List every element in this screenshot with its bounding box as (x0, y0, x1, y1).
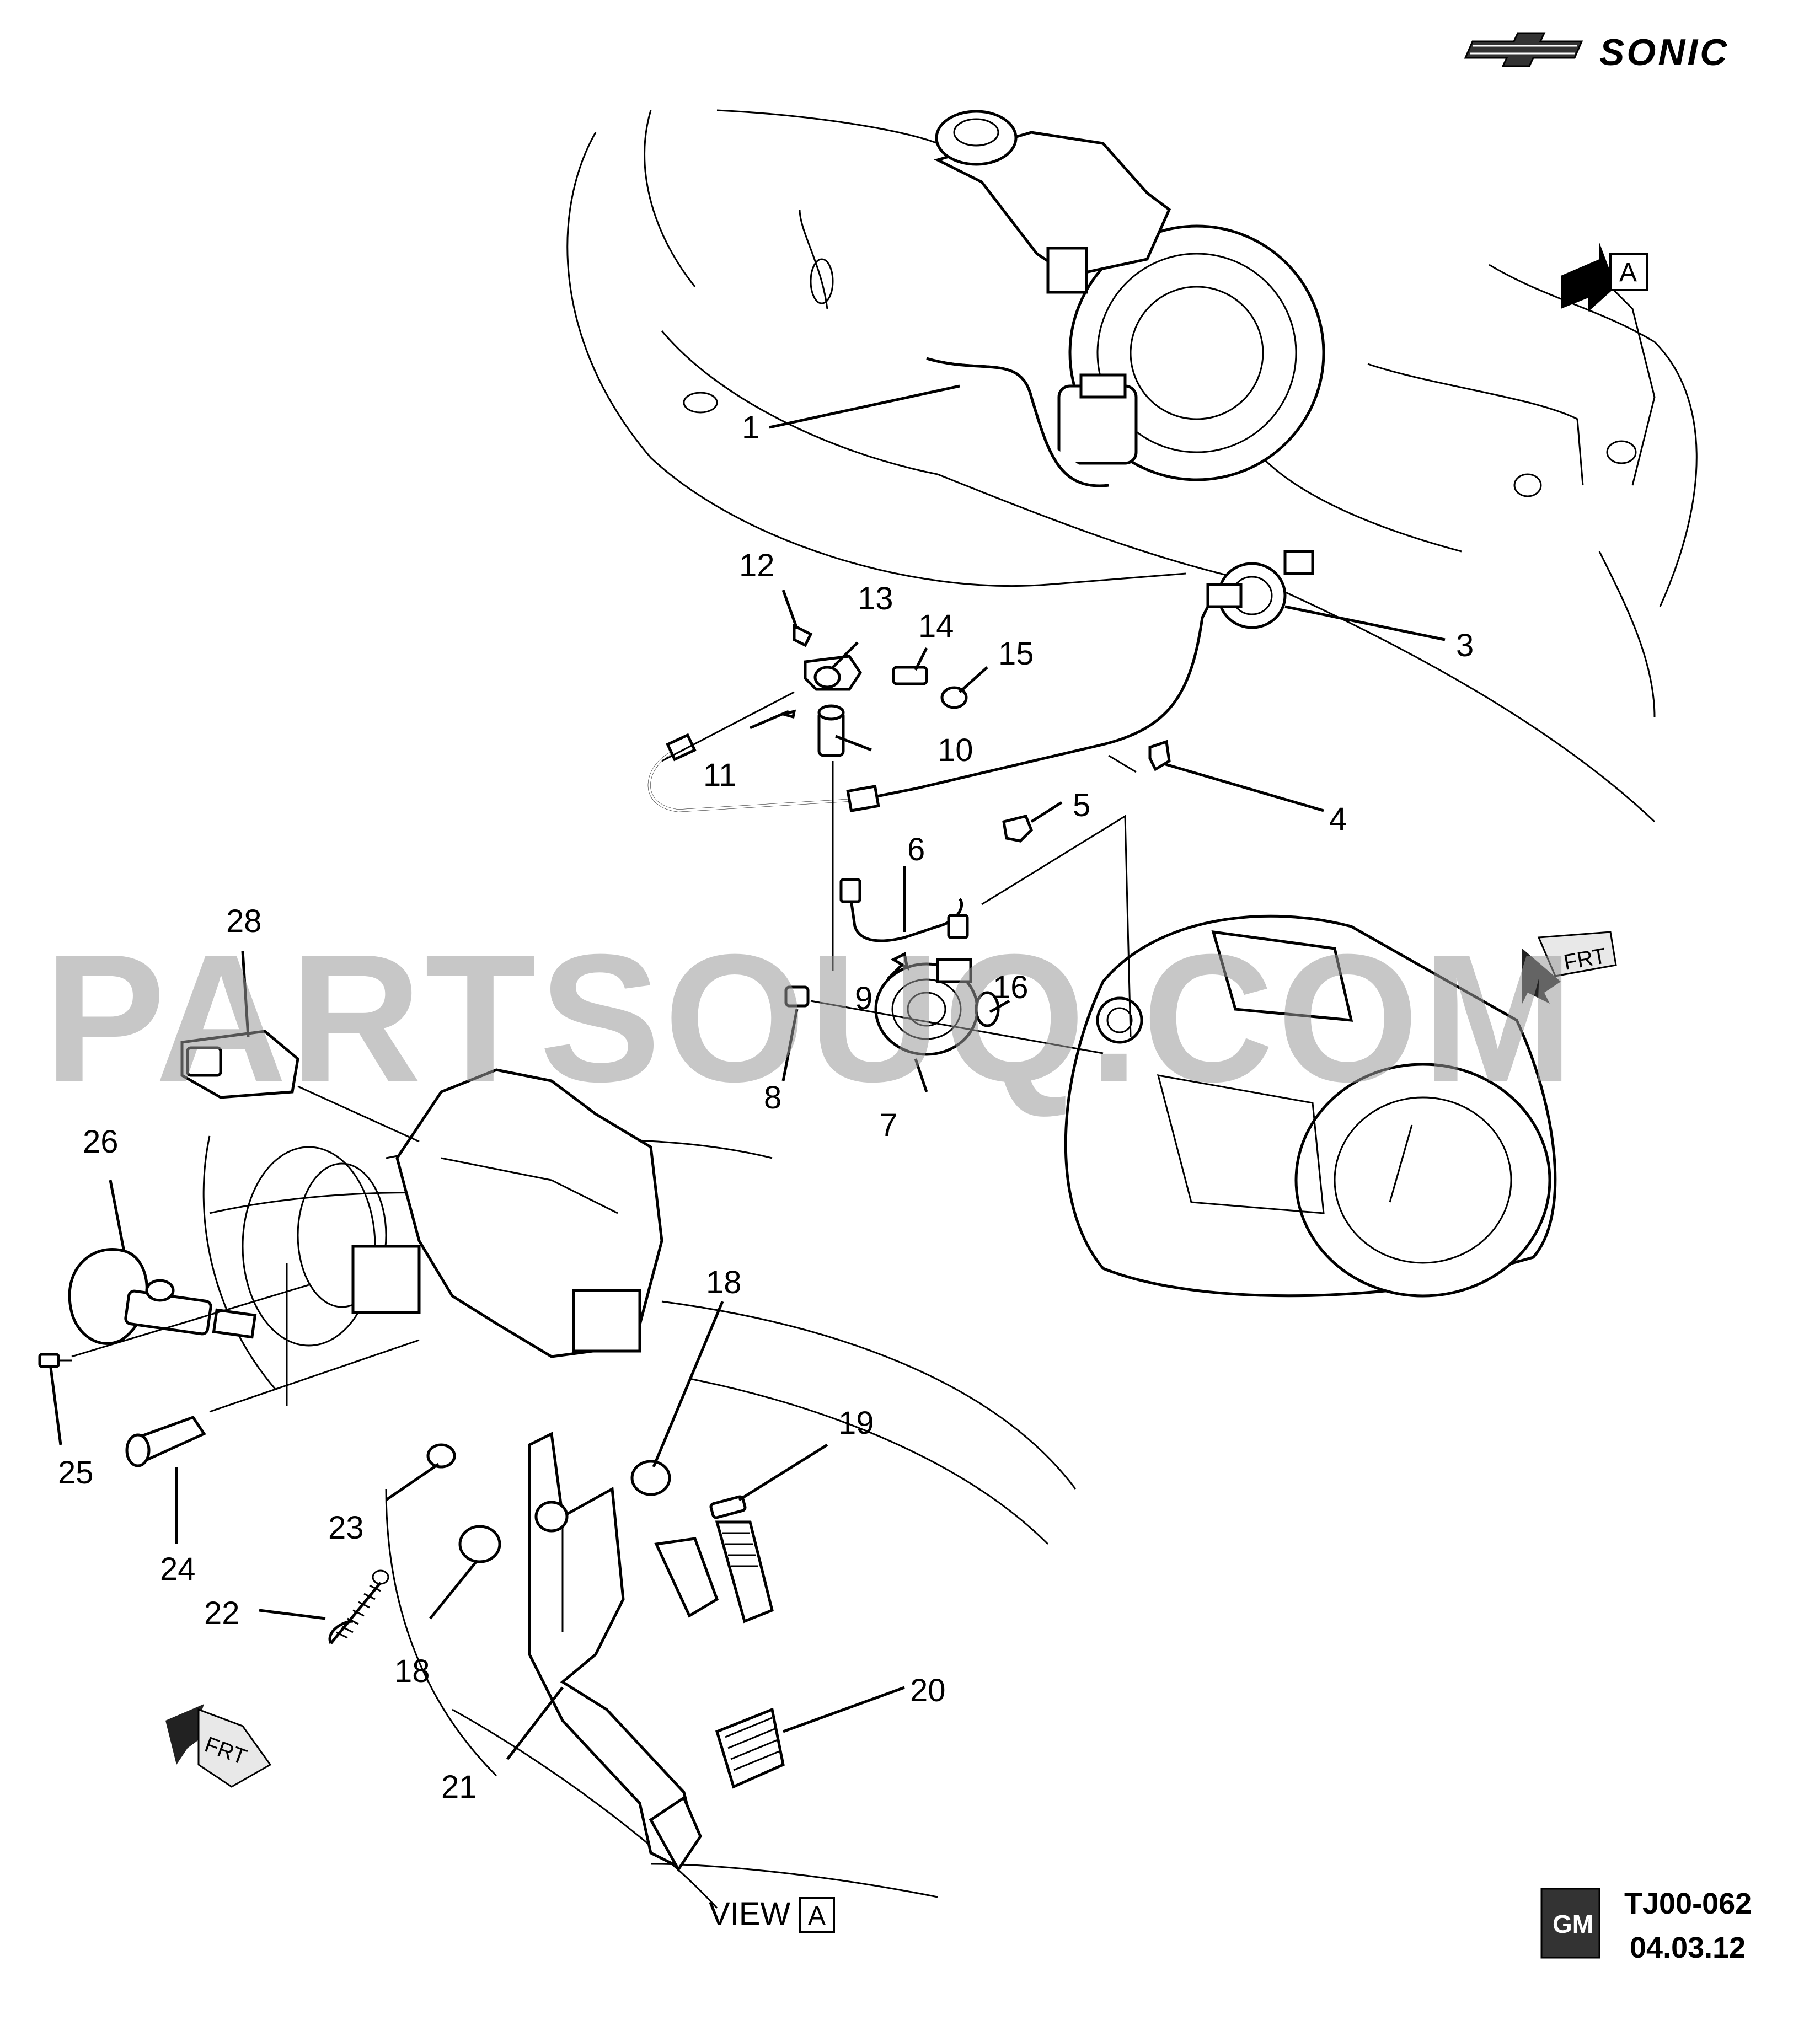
callout-8: 8 (764, 1080, 781, 1116)
clutch-fluid-reservoir (934, 110, 1171, 294)
callout-7: 7 (880, 1107, 897, 1143)
callout-13: 13 (858, 581, 893, 617)
callout-9: 9 (855, 981, 872, 1016)
diagram-code: TJ00-062 (1624, 1887, 1752, 1920)
callout-18-upper: 18 (706, 1265, 742, 1300)
callout-19: 19 (838, 1405, 874, 1441)
view-a-arrow-icon (1561, 243, 1648, 312)
callout-16: 16 (993, 969, 1029, 1005)
callout-labels: 1 3 4 5 6 7 8 9 10 11 12 13 14 15 16 18 … (58, 410, 1474, 1805)
transmission-assembly (1064, 914, 1557, 1298)
pedal-bushing (630, 1460, 671, 1496)
callout-23: 23 (328, 1510, 364, 1546)
callout-1: 1 (742, 410, 759, 446)
view-a-arrow-label: A (1619, 258, 1637, 287)
pipe-clip (1148, 740, 1171, 771)
pipe-retainer (1002, 815, 1033, 843)
chevrolet-bowtie-icon (1464, 32, 1583, 67)
callout-21: 21 (441, 1769, 477, 1805)
concentric-slave-cylinder (784, 952, 1000, 1056)
assembly-lines (71, 691, 1137, 1413)
callout-18-lower: 18 (394, 1653, 430, 1689)
pedal-pivot-bolt (709, 1495, 747, 1519)
callout-11: 11 (703, 757, 736, 793)
view-ref-letter: A (808, 1901, 826, 1931)
clutch-master-cylinder (68, 1248, 257, 1345)
accelerator-pedal (654, 1520, 774, 1624)
callout-14: 14 (918, 608, 954, 644)
pedal-bracket (351, 1068, 663, 1358)
callout-10: 10 (938, 732, 973, 768)
pedal-pivot-sleeve (125, 1415, 206, 1467)
front-direction-arrow-icon (1522, 931, 1617, 1004)
hose-fittings (778, 623, 968, 757)
master-cylinder (1057, 373, 1138, 465)
callout-22: 22 (204, 1595, 240, 1631)
front-direction-arrow-icon (165, 1704, 272, 1788)
pedal-return-spring (328, 1569, 389, 1644)
pedal-washer (426, 1443, 456, 1469)
brand-model-name: SONIC (1599, 31, 1729, 73)
callout-6: 6 (907, 832, 925, 867)
diagram-date: 04.03.12 (1630, 1931, 1746, 1964)
clutch-pedal-position-switch (180, 1030, 299, 1099)
clutch-pipe-assembly (647, 550, 1314, 812)
view-label: VIEW (709, 1896, 790, 1932)
callout-20: 20 (910, 1673, 946, 1708)
callout-4: 4 (1329, 801, 1347, 837)
gm-logo-text: GM (1553, 1910, 1593, 1938)
brake-pedal-pad (715, 1707, 785, 1789)
view-ref-box (799, 1897, 835, 1933)
callout-28: 28 (226, 903, 262, 939)
callout-26: 26 (83, 1124, 119, 1160)
gm-logo-icon (1540, 1888, 1600, 1959)
callout-12: 12 (739, 548, 775, 583)
callout-25: 25 (58, 1455, 94, 1491)
watermark: PARTSOUQ.COM (44, 916, 1577, 1119)
mounting-bolt (38, 1353, 72, 1368)
clutch-pedal-assembly (528, 1432, 702, 1872)
callout-24: 24 (160, 1551, 196, 1587)
callout-3: 3 (1456, 628, 1474, 663)
pedal-bushing (458, 1525, 501, 1563)
callout-5: 5 (1073, 787, 1090, 823)
callout-15: 15 (998, 636, 1034, 672)
leader-lines (49, 384, 1446, 1760)
